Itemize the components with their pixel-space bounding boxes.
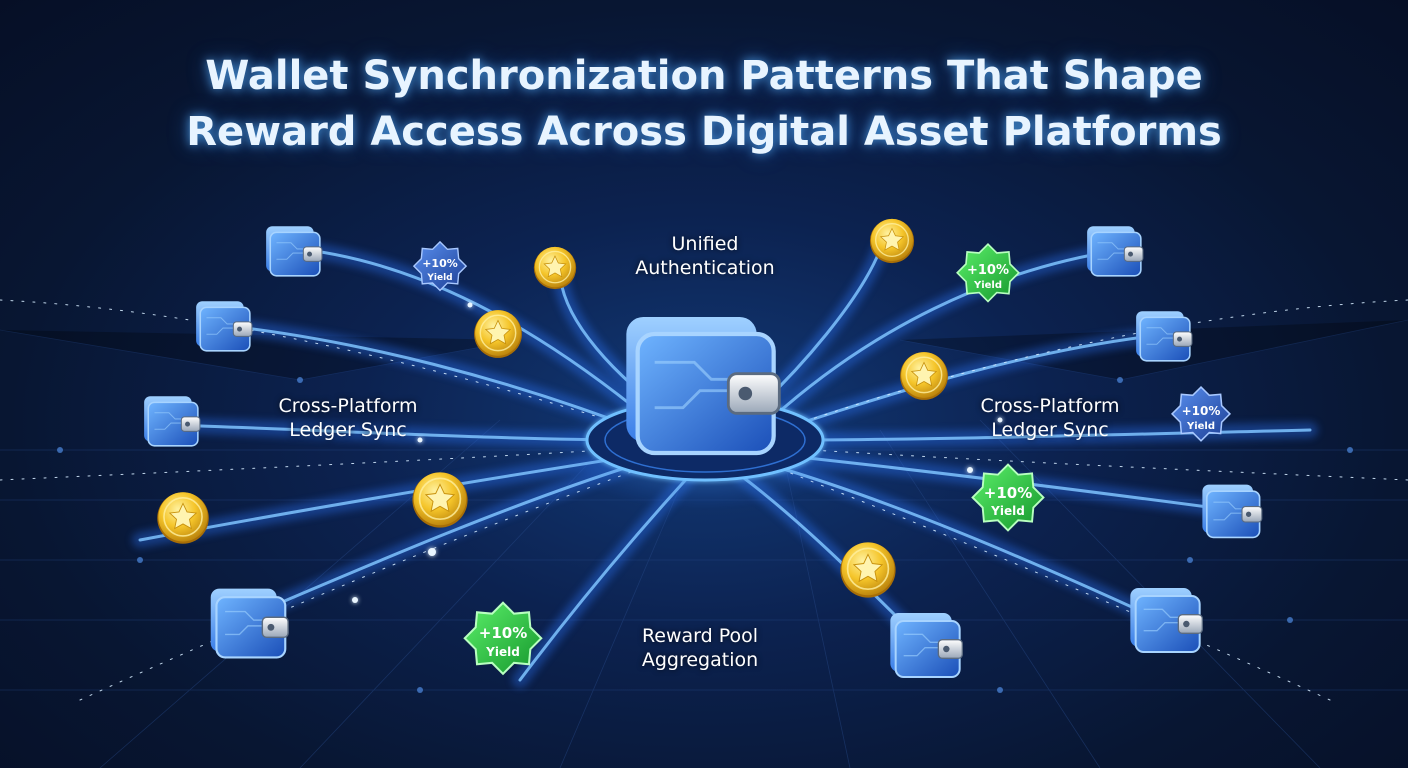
- gold-star-coin-icon: [899, 351, 949, 401]
- wallet-icon: [143, 395, 201, 447]
- label-line: Authentication: [635, 257, 775, 279]
- label-line: Cross-Platform: [980, 395, 1120, 417]
- wallet-icon: [1201, 483, 1263, 539]
- label-unified-authentication: Unified Authentication: [610, 232, 800, 280]
- yield-badges: +10% Yield +10% Yield +10% Yield +10% Yi…: [413, 241, 1231, 675]
- gold-star-coin-icon: [156, 491, 210, 545]
- yield-badge-icon: +10% Yield: [1171, 386, 1231, 442]
- title-line-1: Wallet Synchronization Patterns That Sha…: [205, 53, 1203, 99]
- yield-badge-icon: +10% Yield: [413, 241, 467, 292]
- badge-word: Yield: [485, 645, 520, 659]
- yield-badge-icon: +10% Yield: [463, 601, 543, 675]
- gold-star-coin-icon: [473, 309, 523, 359]
- wallet-icon: [1135, 310, 1193, 362]
- gold-star-coin-icon: [411, 471, 469, 529]
- label-reward-pool-aggregation: Reward Pool Aggregation: [605, 624, 795, 672]
- badge-word: Yield: [973, 280, 1002, 291]
- label-ledger-sync-left: Cross-Platform Ledger Sync: [248, 394, 448, 442]
- badge-word: Yield: [1186, 421, 1215, 432]
- wallet-icon: [1086, 225, 1144, 277]
- label-line: Ledger Sync: [991, 419, 1109, 441]
- label-line: Cross-Platform: [278, 395, 418, 417]
- gold-star-coin-icon: [839, 541, 897, 599]
- badge-word: Yield: [990, 504, 1025, 518]
- label-line: Aggregation: [641, 649, 759, 671]
- label-line: Reward Pool: [641, 625, 759, 647]
- gold-star-coin-icon: [533, 246, 577, 290]
- wallet-icon: [1129, 587, 1204, 653]
- wallet-icon: [265, 225, 323, 277]
- yield-badge-icon: +10% Yield: [956, 243, 1020, 303]
- wallet-hub-icon: [555, 317, 855, 510]
- badge-percent: +10%: [479, 624, 527, 642]
- wallet-icon: [195, 300, 253, 352]
- wallet-icon: [889, 612, 964, 678]
- label-line: Unified: [671, 233, 739, 255]
- badge-percent: +10%: [1182, 404, 1221, 418]
- badge-percent: +10%: [984, 484, 1032, 502]
- badge-percent: +10%: [967, 263, 1009, 278]
- badge-word: Yield: [426, 273, 452, 283]
- label-line: Ledger Sync: [289, 419, 407, 441]
- badge-percent: +10%: [422, 257, 458, 270]
- gold-star-coin-icon: [869, 218, 915, 264]
- yield-badge-icon: +10% Yield: [971, 463, 1045, 532]
- label-ledger-sync-right: Cross-Platform Ledger Sync: [950, 394, 1150, 442]
- page-title: Wallet Synchronization Patterns That Sha…: [0, 48, 1408, 160]
- wallet-icon: [209, 587, 290, 659]
- title-line-2: Reward Access Across Digital Asset Platf…: [186, 109, 1222, 155]
